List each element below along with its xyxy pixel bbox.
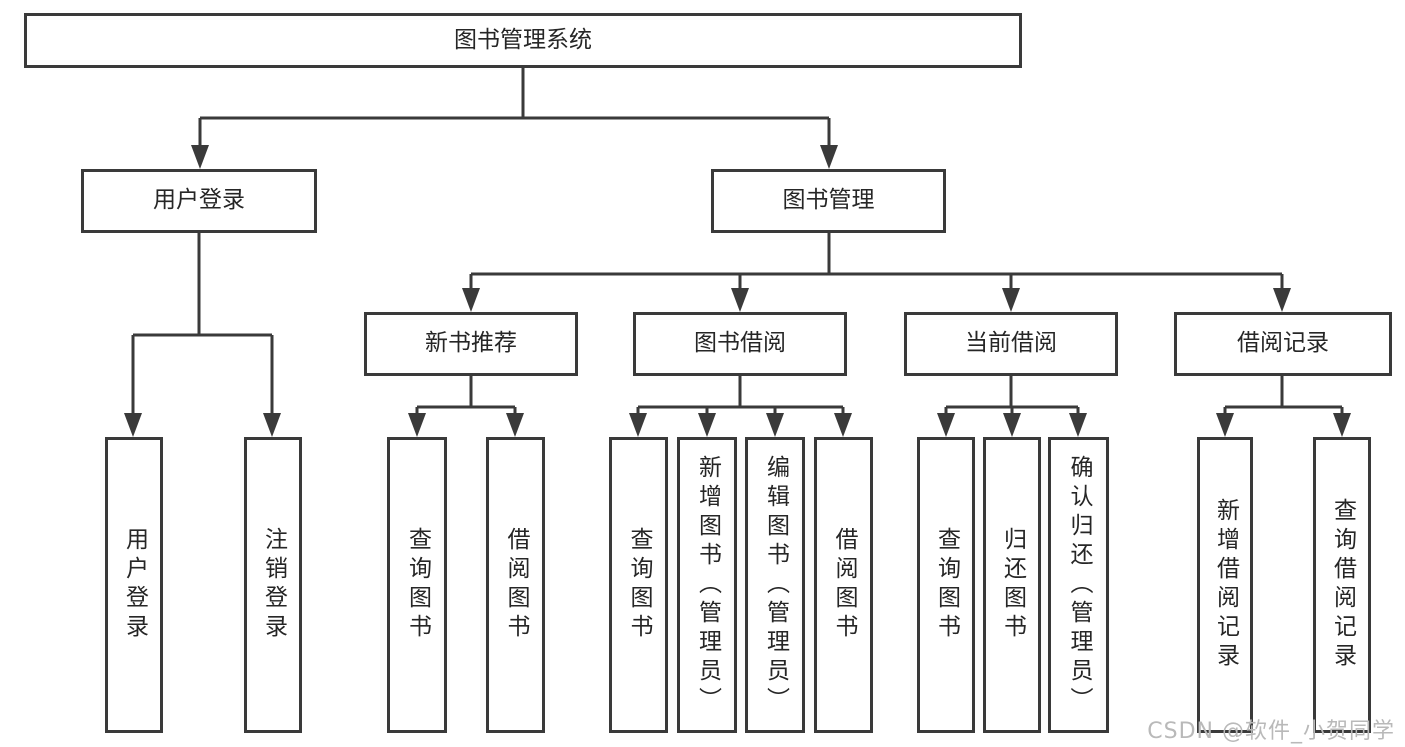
leaf-edit-books-admin-label: 编辑图书（管理员）	[762, 454, 789, 716]
node-current-borrowing: 当前借阅	[904, 312, 1118, 376]
node-book-management: 图书管理	[711, 169, 946, 233]
leaf-borrow-books: 借阅图书	[814, 437, 873, 733]
arrowhead-icon	[698, 413, 716, 437]
arrowhead-icon	[506, 413, 524, 437]
connector-borrow-record	[1223, 376, 1344, 414]
arrowhead-icon	[766, 413, 784, 437]
leaf-add-books-admin-label: 新增图书（管理员）	[694, 454, 721, 716]
node-user-login: 用户登录	[81, 169, 317, 233]
leaf-query-books-current: 查询图书	[917, 437, 975, 733]
leaf-return-books: 归还图书	[983, 437, 1041, 733]
arrowhead-icon	[629, 413, 647, 437]
leaf-borrow-books-recommend-label: 借阅图书	[503, 527, 529, 643]
leaf-borrow-books-recommend: 借阅图书	[486, 437, 545, 733]
arrowhead-icon	[263, 413, 281, 437]
connector-root	[198, 68, 831, 146]
connector-book-mgmt	[469, 233, 1284, 289]
leaf-query-books-borrowing-label: 查询图书	[626, 527, 652, 643]
arrowhead-icon	[124, 413, 142, 437]
connector-new-book	[415, 376, 517, 414]
leaf-user-login: 用户登录	[105, 437, 163, 733]
connector-user-login	[131, 233, 274, 414]
leaf-confirm-return-admin-label: 确认归还（管理员）	[1066, 454, 1092, 716]
leaf-user-login-label: 用户登录	[121, 527, 148, 643]
leaf-query-books-recommend: 查询图书	[387, 437, 447, 733]
node-new-book-recommend-label: 新书推荐	[425, 330, 517, 357]
arrowhead-icon	[820, 145, 838, 169]
leaf-confirm-return-admin: 确认归还（管理员）	[1048, 437, 1109, 733]
node-book-management-label: 图书管理	[782, 187, 875, 214]
node-root-label: 图书管理系统	[454, 26, 592, 53]
leaf-logout: 注销登录	[244, 437, 302, 733]
leaf-add-borrow-record-label: 新增借阅记录	[1212, 498, 1239, 672]
node-book-borrowing: 图书借阅	[633, 312, 847, 376]
arrowhead-icon	[191, 145, 209, 169]
arrowhead-icon	[1002, 288, 1020, 312]
arrowhead-icon	[408, 413, 426, 437]
leaf-query-books-current-label: 查询图书	[933, 527, 960, 643]
arrowhead-icon	[1003, 413, 1021, 437]
node-book-borrowing-label: 图书借阅	[694, 330, 786, 357]
node-user-login-label: 用户登录	[153, 187, 245, 214]
arrowhead-icon	[1333, 413, 1351, 437]
leaf-query-books-borrowing: 查询图书	[609, 437, 668, 733]
leaf-borrow-books-label: 借阅图书	[831, 527, 857, 643]
leaf-return-books-label: 归还图书	[999, 527, 1026, 643]
arrowhead-icon	[937, 413, 955, 437]
leaf-add-borrow-record: 新增借阅记录	[1197, 437, 1253, 733]
arrowhead-icon	[462, 288, 480, 312]
arrowhead-icon	[834, 413, 852, 437]
connector-current-borrow	[944, 376, 1080, 414]
arrowheads	[124, 145, 1351, 437]
connector-book-borrow	[636, 376, 845, 414]
arrowhead-icon	[1273, 288, 1291, 312]
arrowhead-icon	[1069, 413, 1087, 437]
node-borrowing-records-label: 借阅记录	[1237, 330, 1329, 357]
leaf-query-borrow-record-label: 查询借阅记录	[1329, 498, 1356, 672]
leaf-add-books-admin: 新增图书（管理员）	[677, 437, 737, 733]
arrowhead-icon	[1216, 413, 1234, 437]
node-borrowing-records: 借阅记录	[1174, 312, 1392, 376]
leaf-query-borrow-record: 查询借阅记录	[1313, 437, 1371, 733]
leaf-query-books-recommend-label: 查询图书	[404, 527, 431, 643]
arrowhead-icon	[731, 288, 749, 312]
csdn-watermark: CSDN @软件_小贺同学	[1147, 719, 1395, 744]
node-new-book-recommend: 新书推荐	[364, 312, 578, 376]
node-current-borrowing-label: 当前借阅	[965, 330, 1057, 357]
leaf-logout-label: 注销登录	[260, 527, 287, 643]
leaf-edit-books-admin: 编辑图书（管理员）	[745, 437, 805, 733]
node-root: 图书管理系统	[24, 13, 1022, 68]
